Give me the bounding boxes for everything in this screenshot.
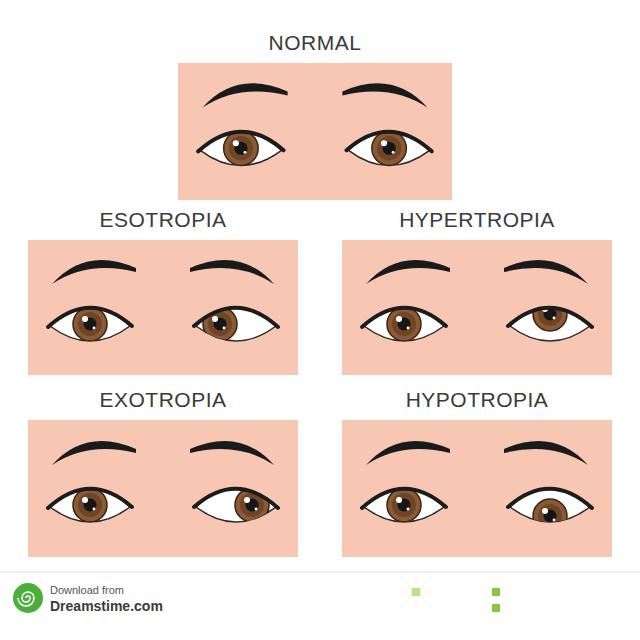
eye-pair [342, 240, 612, 375]
eye-pair-drawing [362, 260, 592, 341]
panel-heading: NORMAL [178, 31, 452, 55]
eye-panel: HYPERTROPIA [342, 208, 612, 375]
eye-pair [28, 240, 298, 375]
watermark-text: Dreamstime.com [50, 598, 163, 614]
eye-pair-drawing [362, 441, 592, 533]
eye-panel: EXOTROPIA [28, 388, 298, 557]
eye-pair [178, 63, 452, 200]
eye-panel-ground [28, 240, 298, 375]
eye-pair-drawing [48, 260, 278, 341]
watermark-logo [13, 583, 500, 613]
eye-panel: NORMAL [178, 31, 452, 200]
eye-pair-drawing [48, 441, 278, 522]
eye-panel-ground [342, 420, 612, 557]
eye-panel-ground [342, 240, 612, 375]
footer-rule [0, 572, 640, 573]
eye-panel-ground [28, 420, 298, 557]
panel-heading: HYPERTROPIA [342, 208, 612, 232]
eye-panel: ESOTROPIA [28, 208, 298, 375]
panel-heading: EXOTROPIA [28, 388, 298, 412]
eye-pair [28, 420, 298, 557]
eye-panel: HYPOTROPIA [342, 388, 612, 557]
watermark-text: Download from [50, 584, 124, 596]
eye-pair-drawing [198, 83, 431, 165]
panel-heading: HYPOTROPIA [342, 388, 612, 412]
panel-heading: ESOTROPIA [28, 208, 298, 232]
eye-pair [342, 420, 612, 557]
eye-panel-ground [178, 63, 452, 200]
